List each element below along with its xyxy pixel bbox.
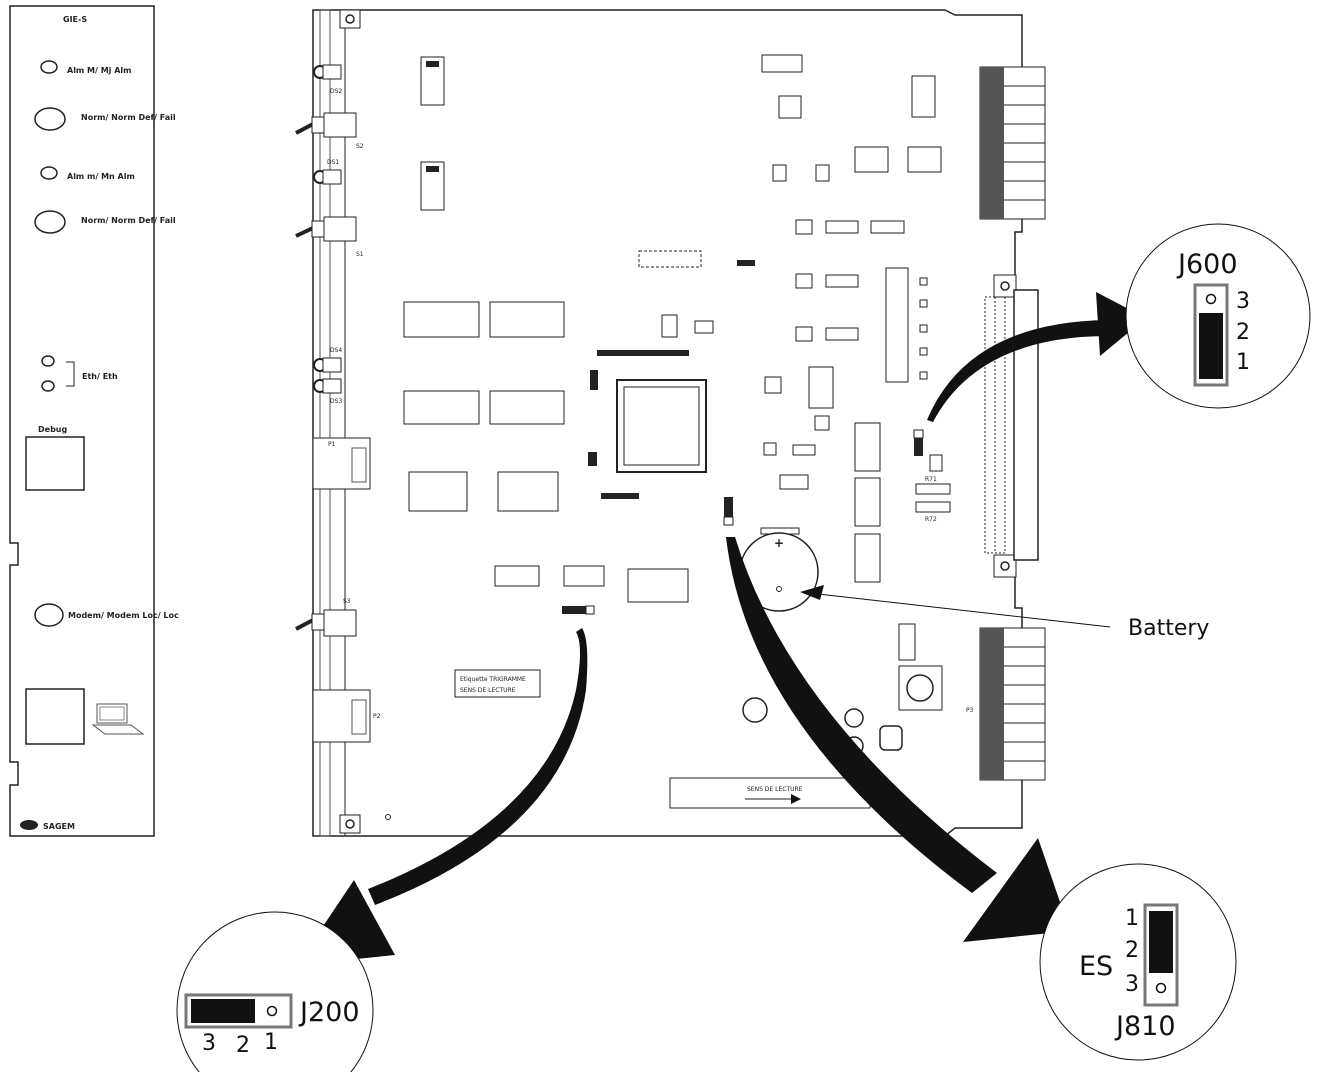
j600-pin-3: 3	[1236, 289, 1250, 314]
j810-name: J810	[1114, 1011, 1176, 1042]
j200-pin-2: 2	[236, 1033, 250, 1058]
arrow-to-j810	[726, 537, 1070, 942]
s2-label: S2	[356, 143, 364, 150]
ds4-label: DS4	[330, 347, 342, 354]
top-right-connector	[979, 66, 1046, 220]
battery-label: Battery	[1128, 616, 1209, 641]
ds1-led: DS1	[313, 159, 342, 185]
etiquette-label: Etiquette TRIGRAMME SENS DE LECTURE	[454, 669, 541, 698]
eth-led-2	[41, 380, 55, 392]
debug-port[interactable]	[25, 436, 85, 491]
j200-jumper-onboard	[562, 605, 595, 615]
j600-jumper-onboard	[913, 429, 924, 456]
j200-name: J200	[298, 997, 360, 1028]
ds3-label: DS3	[330, 398, 342, 405]
j600-pin-2: 2	[1236, 320, 1250, 345]
reading-direction-label: SENS DE LECTURE	[669, 777, 871, 809]
j200-callout: J200 3 2 1	[176, 911, 374, 1072]
s3-label: S3	[343, 598, 351, 605]
j810-pin-2: 2	[1125, 938, 1139, 963]
j600-callout: J600 3 2 1	[1125, 223, 1311, 409]
norm-def-switch-2[interactable]	[34, 210, 66, 234]
p3-label: P3	[966, 707, 974, 714]
bottom-right-connector: P3	[966, 627, 1046, 781]
eth-led-1	[41, 355, 55, 367]
front-panel: GIE-S Alm M/ Mj Alm Norm/ Norm Def/ Fail…	[9, 5, 179, 837]
debug-label: Debug	[38, 425, 67, 434]
eth-label: Eth/ Eth	[82, 372, 118, 381]
panel-title: GIE-S	[63, 15, 87, 24]
p2-connector: P2	[312, 689, 381, 743]
sagem-logo-icon	[20, 820, 38, 830]
p1-connector: P1	[312, 437, 371, 490]
modem-port[interactable]	[25, 688, 85, 745]
norm-def-label-1: Norm/ Norm Def/ Fail	[81, 113, 176, 122]
svg-text:+: +	[774, 536, 784, 550]
norm-def-label-2: Norm/ Norm Def/ Fail	[81, 216, 176, 225]
alm-mj-label: Alm M/ Mj Alm	[67, 66, 131, 75]
alm-mj-led	[40, 60, 58, 74]
j810-es-label: ES	[1079, 951, 1113, 982]
j810-jumper-onboard	[723, 497, 734, 526]
laptop-icon	[91, 703, 145, 735]
s3-switch[interactable]: S3	[295, 598, 357, 637]
j810-pin-1: 1	[1125, 906, 1139, 931]
s1-switch[interactable]: S1	[295, 216, 364, 258]
alm-mn-led	[40, 166, 58, 180]
ds1-label: DS1	[327, 159, 339, 166]
alm-mn-label: Alm m/ Mn Alm	[67, 172, 135, 181]
ds3-led: DS3	[313, 378, 342, 405]
p1-label: P1	[328, 441, 336, 448]
s1-label: S1	[356, 251, 364, 258]
arrow-to-j600	[927, 292, 1146, 422]
ds2-led: DS2	[313, 64, 342, 95]
svg-text:SENS DE LECTURE: SENS DE LECTURE	[747, 786, 803, 793]
j810-pin-3: 3	[1125, 972, 1139, 997]
j200-pin-1: 1	[264, 1030, 278, 1055]
battery-pointer: Battery	[800, 585, 1209, 641]
j600-pin-1: 1	[1236, 350, 1250, 375]
r71-label: R71	[925, 476, 937, 483]
ds2-label: DS2	[330, 88, 342, 95]
cpu-chip	[616, 379, 707, 473]
norm-def-switch-1[interactable]	[34, 107, 66, 131]
j600-name: J600	[1176, 249, 1238, 280]
modem-label: Modem/ Modem Loc/ Loc	[68, 611, 179, 620]
modem-switch[interactable]	[34, 603, 64, 627]
j200-pin-3: 3	[202, 1031, 216, 1056]
ds4-led: DS4	[313, 347, 342, 373]
pcb-board: DS2 S2 DS1 S1 DS4 DS3	[295, 9, 1046, 837]
r72-label: R72	[925, 516, 937, 523]
p2-label: P2	[373, 713, 381, 720]
j810-callout: 1 2 3 ES J810	[1039, 863, 1237, 1061]
svg-text:SENS DE LECTURE: SENS DE LECTURE	[460, 687, 516, 694]
s2-switch[interactable]: S2	[295, 112, 364, 150]
svg-text:Etiquette TRIGRAMME: Etiquette TRIGRAMME	[460, 676, 526, 683]
brand-label: SAGEM	[43, 822, 75, 831]
